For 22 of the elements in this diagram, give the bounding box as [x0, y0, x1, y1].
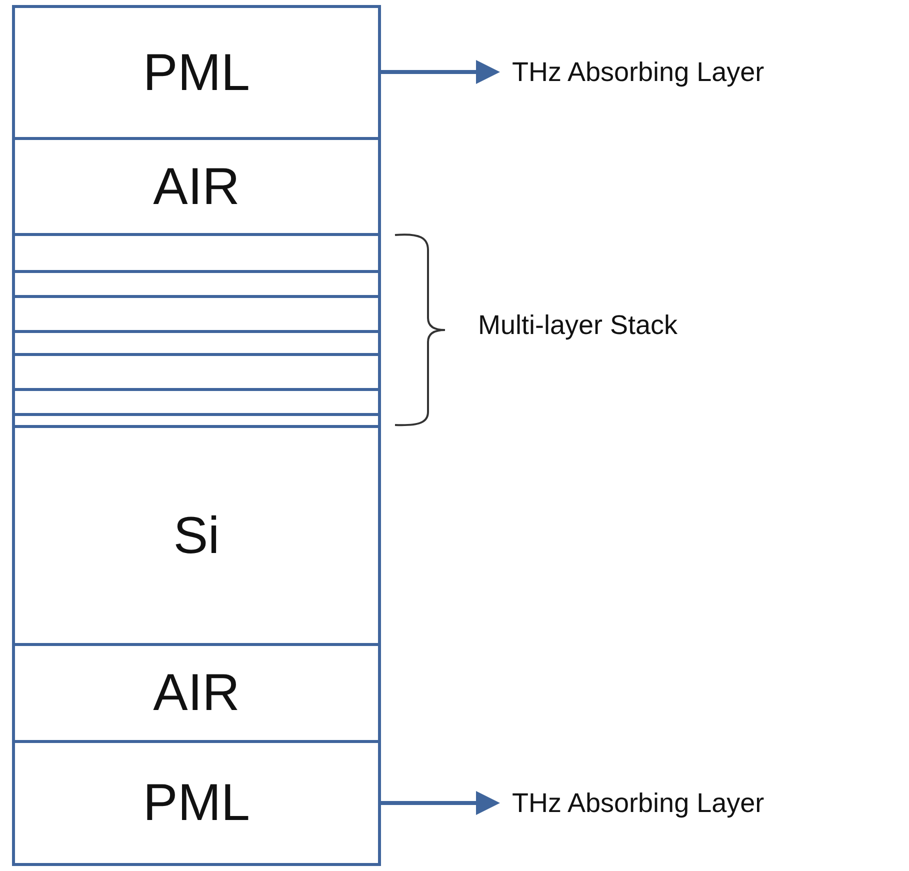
arrow	[381, 791, 500, 815]
callout-text: THz Absorbing Layer	[512, 56, 764, 88]
thin-layer	[12, 270, 381, 295]
layer-box	[12, 425, 381, 643]
thin-layer	[12, 295, 381, 330]
layer-box	[12, 5, 381, 137]
thin-layer	[12, 353, 381, 388]
thin-layer	[12, 388, 381, 413]
thin-layer	[12, 233, 381, 270]
layer-box	[12, 740, 381, 866]
layer-label: AIR	[153, 663, 240, 723]
thin-layer	[12, 413, 381, 425]
layer-box	[12, 643, 381, 740]
thin-layer	[12, 330, 381, 353]
layer-box	[12, 137, 381, 233]
callout-text: THz Absorbing Layer	[512, 788, 764, 818]
layer-label: PML	[143, 773, 250, 833]
layer-label: Si	[173, 506, 220, 566]
layer-label: AIR	[153, 156, 240, 216]
stack-label: Multi-layer Stack	[478, 310, 678, 341]
arrow	[381, 60, 500, 84]
layer-label: PML	[143, 42, 250, 102]
